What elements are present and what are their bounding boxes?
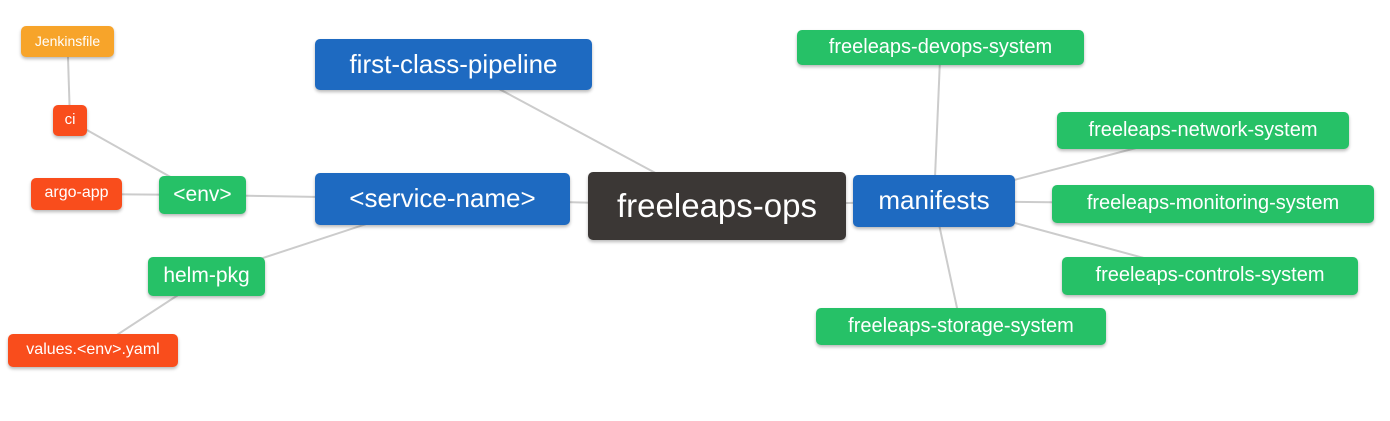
node-ci[interactable]: ci [53,105,87,136]
node-values-env-yaml[interactable]: values.<env>.yaml [8,334,178,367]
node-label: helm-pkg [163,264,250,287]
node-manifests[interactable]: manifests [853,175,1015,227]
node-label: freeleaps-storage-system [848,314,1074,337]
node-label: <service-name> [349,183,536,213]
node-label: ci [64,111,76,128]
node-freeleaps-controls-system[interactable]: freeleaps-controls-system [1062,257,1358,295]
node-freeleaps-monitoring-system[interactable]: freeleaps-monitoring-system [1052,185,1374,223]
node-first-class-pipeline[interactable]: first-class-pipeline [315,39,592,90]
node-label: freeleaps-monitoring-system [1086,192,1340,214]
node-label: manifests [878,185,990,215]
node-label: freeleaps-ops [617,186,817,224]
node-label: freeleaps-devops-system [828,35,1053,58]
node-argo-app[interactable]: argo-app [31,178,122,210]
node-freeleaps-ops[interactable]: freeleaps-ops [588,172,846,240]
node-jenkinsfile[interactable]: Jenkinsfile [21,26,114,57]
node-label: Jenkinsfile [34,32,101,49]
node-helm-pkg[interactable]: helm-pkg [148,257,265,296]
node-label: freeleaps-network-system [1088,118,1318,141]
node-label: freeleaps-controls-system [1095,264,1325,286]
node-env[interactable]: <env> [159,176,246,214]
node-service-name[interactable]: <service-name> [315,173,570,225]
node-freeleaps-devops-system[interactable]: freeleaps-devops-system [797,30,1084,65]
node-label: <env> [173,182,232,206]
node-freeleaps-network-system[interactable]: freeleaps-network-system [1057,112,1349,149]
node-label: first-class-pipeline [349,48,558,79]
node-label: argo-app [44,184,109,201]
node-freeleaps-storage-system[interactable]: freeleaps-storage-system [816,308,1106,345]
node-label: values.<env>.yaml [26,340,160,358]
